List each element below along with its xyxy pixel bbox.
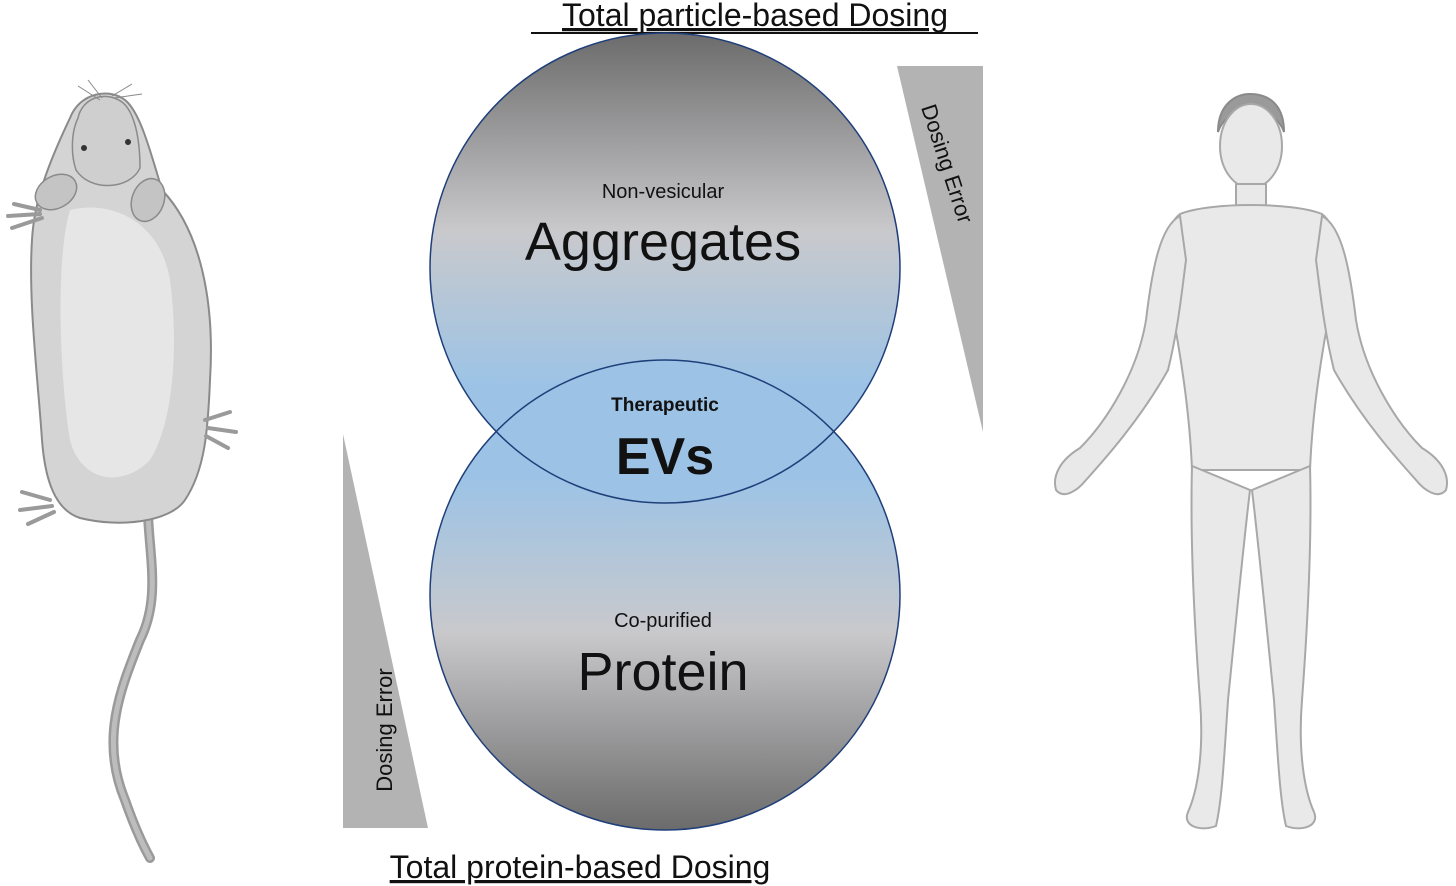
aggregates-small-label: Non-vesicular <box>602 181 725 203</box>
rat-eye-right <box>125 139 131 145</box>
protein-small-label: Co-purified <box>614 610 712 632</box>
rat-illustration <box>6 79 238 863</box>
rat-eye-left <box>81 145 87 151</box>
evs-large-label: EVs <box>616 428 714 486</box>
top-title: Total particle-based Dosing <box>562 0 948 33</box>
rat-head <box>71 95 141 187</box>
right-dosing-error-wedge: Dosing Error <box>897 66 983 432</box>
left-wedge-label: Dosing Error <box>372 668 397 791</box>
protein-circle <box>430 360 900 830</box>
protein-circle-outline <box>429 359 901 831</box>
rat-whiskers <box>77 79 143 101</box>
human-leg-right <box>1250 464 1317 830</box>
rat-ear-right <box>130 177 166 223</box>
protein-large-label: Protein <box>577 642 748 702</box>
rat-front-paw-left <box>6 202 44 230</box>
right-wedge-shape <box>897 66 983 432</box>
aggregates-large-label: Aggregates <box>525 212 801 272</box>
human-leg-left <box>1185 464 1252 830</box>
aggregates-circle <box>430 33 900 503</box>
human-arm-right <box>1314 214 1448 496</box>
human-arm-left <box>1054 214 1188 496</box>
rat-back-paw-right <box>203 410 238 450</box>
left-wedge-shape <box>343 434 428 828</box>
human-neck <box>1235 183 1267 207</box>
rat-back-paw-left <box>18 490 56 526</box>
left-dosing-error-wedge: Dosing Error <box>343 434 428 828</box>
rat-belly-highlight <box>60 207 174 478</box>
venn-diagram <box>429 32 901 831</box>
rat-tail-inner <box>110 512 155 861</box>
evs-small-label: Therapeutic <box>611 395 719 416</box>
human-body-illustration <box>1054 92 1448 830</box>
human-head <box>1219 103 1283 189</box>
aggregates-circle-outline <box>429 32 901 504</box>
human-torso <box>1164 204 1338 471</box>
rat-ear-left <box>34 173 78 211</box>
bottom-title: Total protein-based Dosing <box>390 849 771 885</box>
rat-tail <box>108 510 158 863</box>
